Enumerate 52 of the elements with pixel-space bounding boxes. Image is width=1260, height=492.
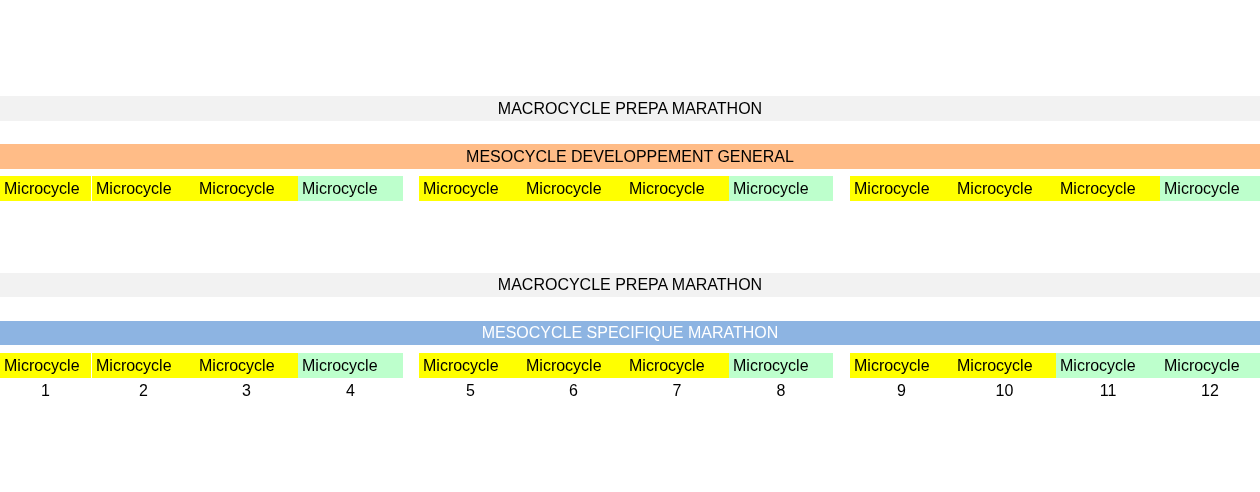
week-number: 5 — [465, 381, 476, 401]
microcycle-cell — [0, 176, 91, 201]
week-number: 2 — [138, 381, 149, 401]
microcycle-label: Microcycle — [1060, 179, 1136, 198]
microcycle-label: Microcycle — [199, 356, 275, 375]
microcycle-label: Microcycle — [4, 356, 80, 375]
microcycle-label: Microcycle — [1164, 179, 1240, 198]
week-number: 3 — [241, 381, 252, 401]
band-title: MACROCYCLE PREPA MARATHON — [497, 99, 763, 118]
week-number: 12 — [1200, 381, 1220, 401]
microcycle-label: Microcycle — [1164, 356, 1240, 375]
microcycle-label: Microcycle — [302, 356, 378, 375]
microcycle-cell — [1056, 176, 1160, 201]
week-number: 8 — [775, 381, 787, 401]
week-number: 9 — [896, 381, 907, 401]
microcycle-cell — [419, 176, 522, 201]
week-number: 7 — [671, 381, 683, 401]
microcycle-cell — [1160, 176, 1260, 201]
band-title: MESOCYCLE SPECIFIQUE MARATHON — [481, 324, 779, 342]
week-number: 4 — [345, 381, 356, 401]
week-number: 1 — [40, 381, 51, 401]
microcycle-label: Microcycle — [96, 356, 172, 375]
band-title: MESOCYCLE DEVELOPPEMENT GENERAL — [466, 147, 794, 166]
microcycle-label: Microcycle — [854, 179, 930, 198]
microcycle-label: Microcycle — [423, 356, 499, 375]
microcycle-label: Microcycle — [733, 179, 809, 198]
microcycle-label: Microcycle — [957, 179, 1033, 198]
microcycle-cell — [625, 176, 729, 201]
band-title: MACROCYCLE PREPA MARATHON — [497, 276, 763, 294]
microcycle-label: Microcycle — [96, 179, 172, 198]
microcycle-cell — [195, 176, 298, 201]
microcycle-label: Microcycle — [629, 356, 705, 375]
microcycle-cell — [729, 176, 833, 201]
mesocycle-band — [0, 321, 1260, 345]
microcycle-label: Microcycle — [957, 356, 1033, 375]
week-number: 11 — [1098, 381, 1118, 401]
microcycle-label: Microcycle — [526, 356, 602, 375]
microcycle-label: Microcycle — [4, 179, 80, 198]
microcycle-cell — [298, 176, 403, 201]
mesocycle-band — [0, 144, 1260, 169]
microcycle-label: Microcycle — [423, 179, 499, 198]
week-number: 6 — [568, 381, 579, 401]
microcycle-label: Microcycle — [629, 179, 705, 198]
microcycle-label: Microcycle — [199, 179, 275, 198]
microcycle-label: Microcycle — [526, 179, 602, 198]
week-number: 10 — [994, 381, 1015, 401]
microcycle-cell — [850, 176, 953, 201]
microcycle-label: Microcycle — [1060, 356, 1136, 375]
microcycle-label: Microcycle — [854, 356, 930, 375]
microcycle-cell — [92, 176, 195, 201]
microcycle-label: Microcycle — [302, 179, 378, 198]
microcycle-label: Microcycle — [733, 356, 809, 375]
